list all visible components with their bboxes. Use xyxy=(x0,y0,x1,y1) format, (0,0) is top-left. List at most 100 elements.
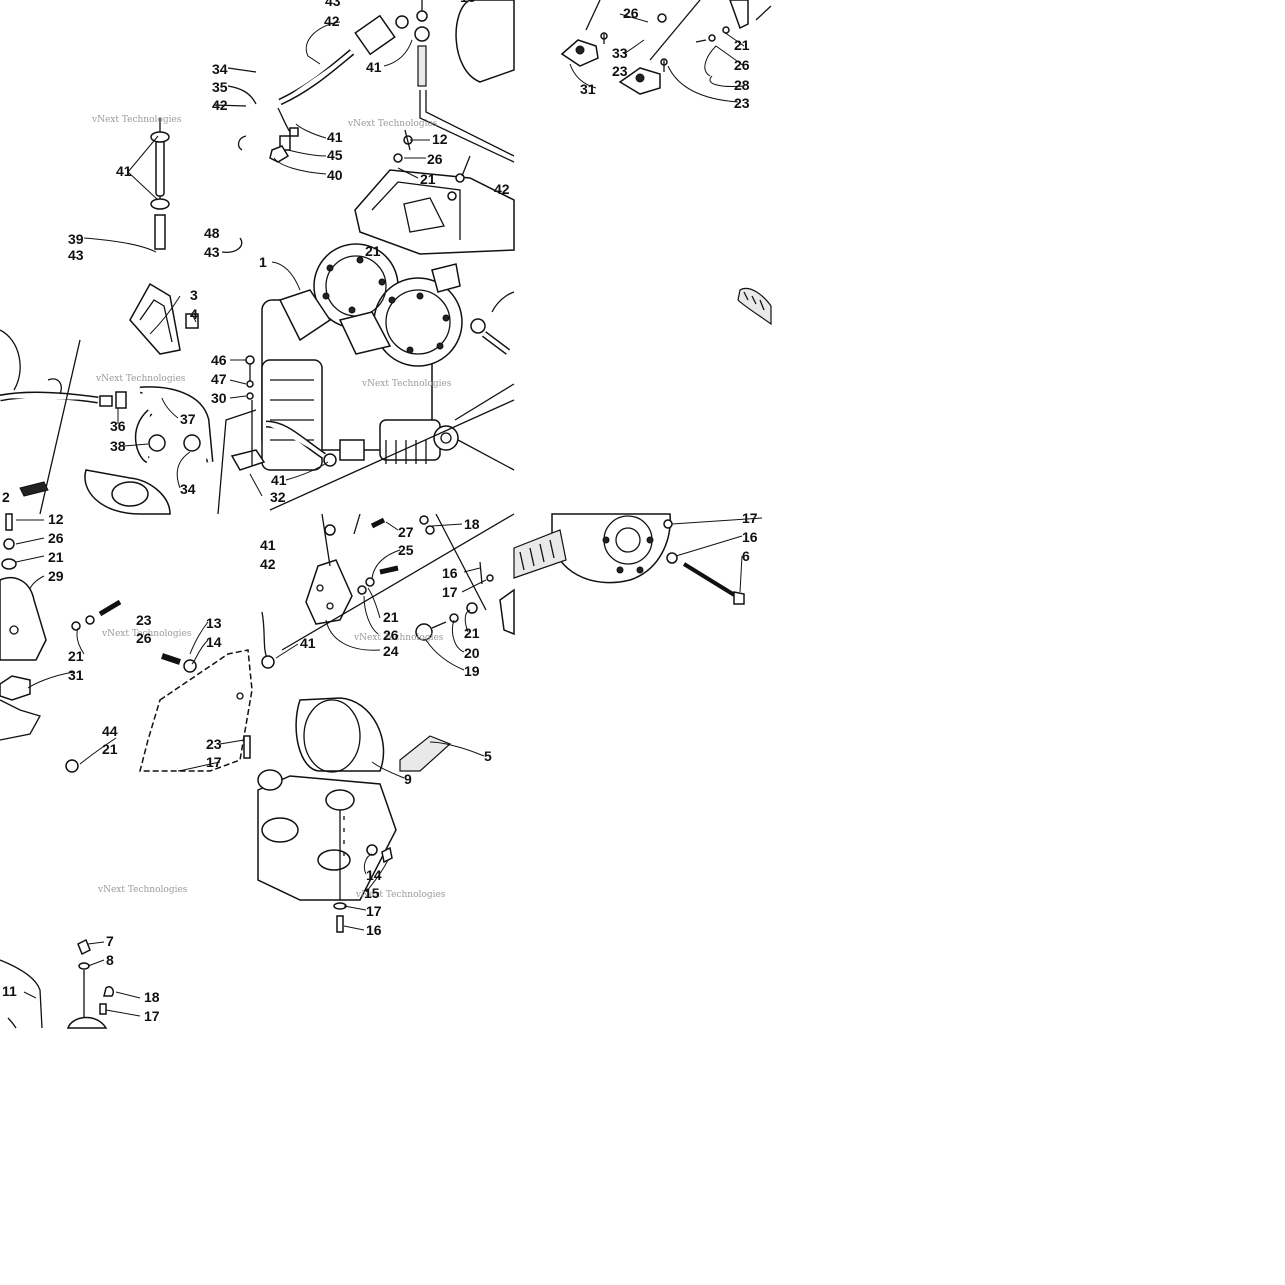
callout-label: 42 xyxy=(260,556,276,572)
tile-hoses-and-bracket xyxy=(269,0,515,255)
callout-label: 42 xyxy=(494,181,510,197)
callout-label: 38 xyxy=(110,438,126,454)
spring xyxy=(417,45,427,87)
exhaust-port xyxy=(278,289,332,342)
nut xyxy=(77,938,91,956)
callout-label: 23 xyxy=(612,63,628,79)
crankshaft-end xyxy=(433,425,459,451)
mount-bracket xyxy=(354,169,515,255)
callout-label: 23 xyxy=(734,95,750,111)
callout-label: 17 xyxy=(442,584,458,600)
drive-belt-fragment xyxy=(737,287,772,326)
callout-label: 17 xyxy=(144,1008,160,1024)
bracket-plate xyxy=(230,449,266,471)
tile-mounts-and-guard xyxy=(0,513,253,773)
callout-label: 41 xyxy=(300,635,316,651)
callout-label: 34 xyxy=(212,61,228,77)
callout-label: 16 xyxy=(742,529,758,545)
callout-label: 14 xyxy=(206,634,222,650)
callout-label: 41 xyxy=(327,129,343,145)
callout-label: 26 xyxy=(427,151,443,167)
washer xyxy=(78,962,90,970)
callout-label: 21 xyxy=(365,243,381,259)
bracket-edge xyxy=(729,0,749,30)
callout-label: 5 xyxy=(484,748,492,764)
washer xyxy=(3,538,15,550)
callout-label: 23 xyxy=(206,736,222,752)
callout-label: 21 xyxy=(734,37,750,53)
chassis-plate xyxy=(257,775,397,901)
tee-fitting xyxy=(115,391,127,409)
tile-chassis-plate xyxy=(257,769,397,933)
callout-label: 44 xyxy=(102,723,118,739)
callout-label: 17 xyxy=(742,510,758,526)
clutch-bolt-head xyxy=(733,591,745,605)
tile-engine-mounts xyxy=(560,0,772,95)
callout-label: 42 xyxy=(324,13,340,29)
callout-label: 41 xyxy=(260,537,276,553)
callout-label: 32 xyxy=(270,489,286,505)
callout-label: 48 xyxy=(204,225,220,241)
callout-label: 26 xyxy=(734,57,750,73)
oil-hose-straight xyxy=(155,139,165,197)
drive-belt xyxy=(399,735,452,772)
callout-label: 26 xyxy=(136,630,152,646)
crankcase-side xyxy=(261,359,323,471)
callout-label: 21 xyxy=(48,549,64,565)
callout-label: 41 xyxy=(366,59,382,75)
callout-label: 6 xyxy=(742,548,750,564)
callout-label: 30 xyxy=(211,390,227,406)
callout-label: 9 xyxy=(404,771,412,787)
callout-label: 12 xyxy=(432,131,448,147)
tile-exhaust-lines xyxy=(0,282,257,515)
callout-label: 26 xyxy=(623,5,639,21)
drive-guard xyxy=(139,649,253,772)
crank-housing xyxy=(379,419,441,461)
fitting xyxy=(99,395,113,407)
leader-lines xyxy=(15,13,763,1017)
callout-label: 7 xyxy=(106,933,114,949)
fitting xyxy=(431,263,461,293)
callout-label: 3 xyxy=(190,287,198,303)
mount-bracket xyxy=(0,577,47,661)
tile-bottom-left xyxy=(0,938,115,1029)
callout-label: 16 xyxy=(460,0,476,5)
callout-label: 4 xyxy=(190,306,198,322)
callout-label: 42 xyxy=(212,97,228,113)
plate-fragment xyxy=(66,1016,108,1029)
callout-label: 16 xyxy=(366,922,382,938)
spring-coil xyxy=(354,14,396,56)
callout-labels: 43 42 16 26 33 21 23 26 28 31 23 34 3 5 4… xyxy=(2,0,758,1024)
callout-label: 14 xyxy=(366,867,382,883)
rubber-mount xyxy=(0,675,31,701)
exhaust-port xyxy=(338,311,392,355)
callout-label: 28 xyxy=(734,77,750,93)
starter xyxy=(339,439,365,461)
callout-label: 20 xyxy=(464,645,480,661)
callout-label: 31 xyxy=(580,81,596,97)
motor-mount-plate xyxy=(305,559,353,625)
callout-label: 18 xyxy=(144,989,160,1005)
callout-label: 31 xyxy=(68,667,84,683)
callout-label: 23 xyxy=(136,612,152,628)
callout-label: 17 xyxy=(366,903,382,919)
callout-label: 21 xyxy=(68,648,84,664)
callout-label: 43 xyxy=(325,0,341,9)
clamp xyxy=(261,655,275,669)
spring xyxy=(154,214,166,250)
callout-label: 21 xyxy=(464,625,480,641)
callout-label: 47 xyxy=(211,371,227,387)
clamp xyxy=(414,26,430,42)
callout-label: 17 xyxy=(206,754,222,770)
drive-clutch xyxy=(551,513,671,584)
callout-label: 41 xyxy=(271,472,287,488)
callout-label: 15 xyxy=(364,885,380,901)
tile-engine-block xyxy=(230,243,515,511)
callout-label: 12 xyxy=(48,511,64,527)
watermark-text: vNext Technologies xyxy=(347,119,438,129)
washer xyxy=(1,558,17,570)
callout-label: 18 xyxy=(464,516,480,532)
callout-label: 33 xyxy=(612,45,628,61)
